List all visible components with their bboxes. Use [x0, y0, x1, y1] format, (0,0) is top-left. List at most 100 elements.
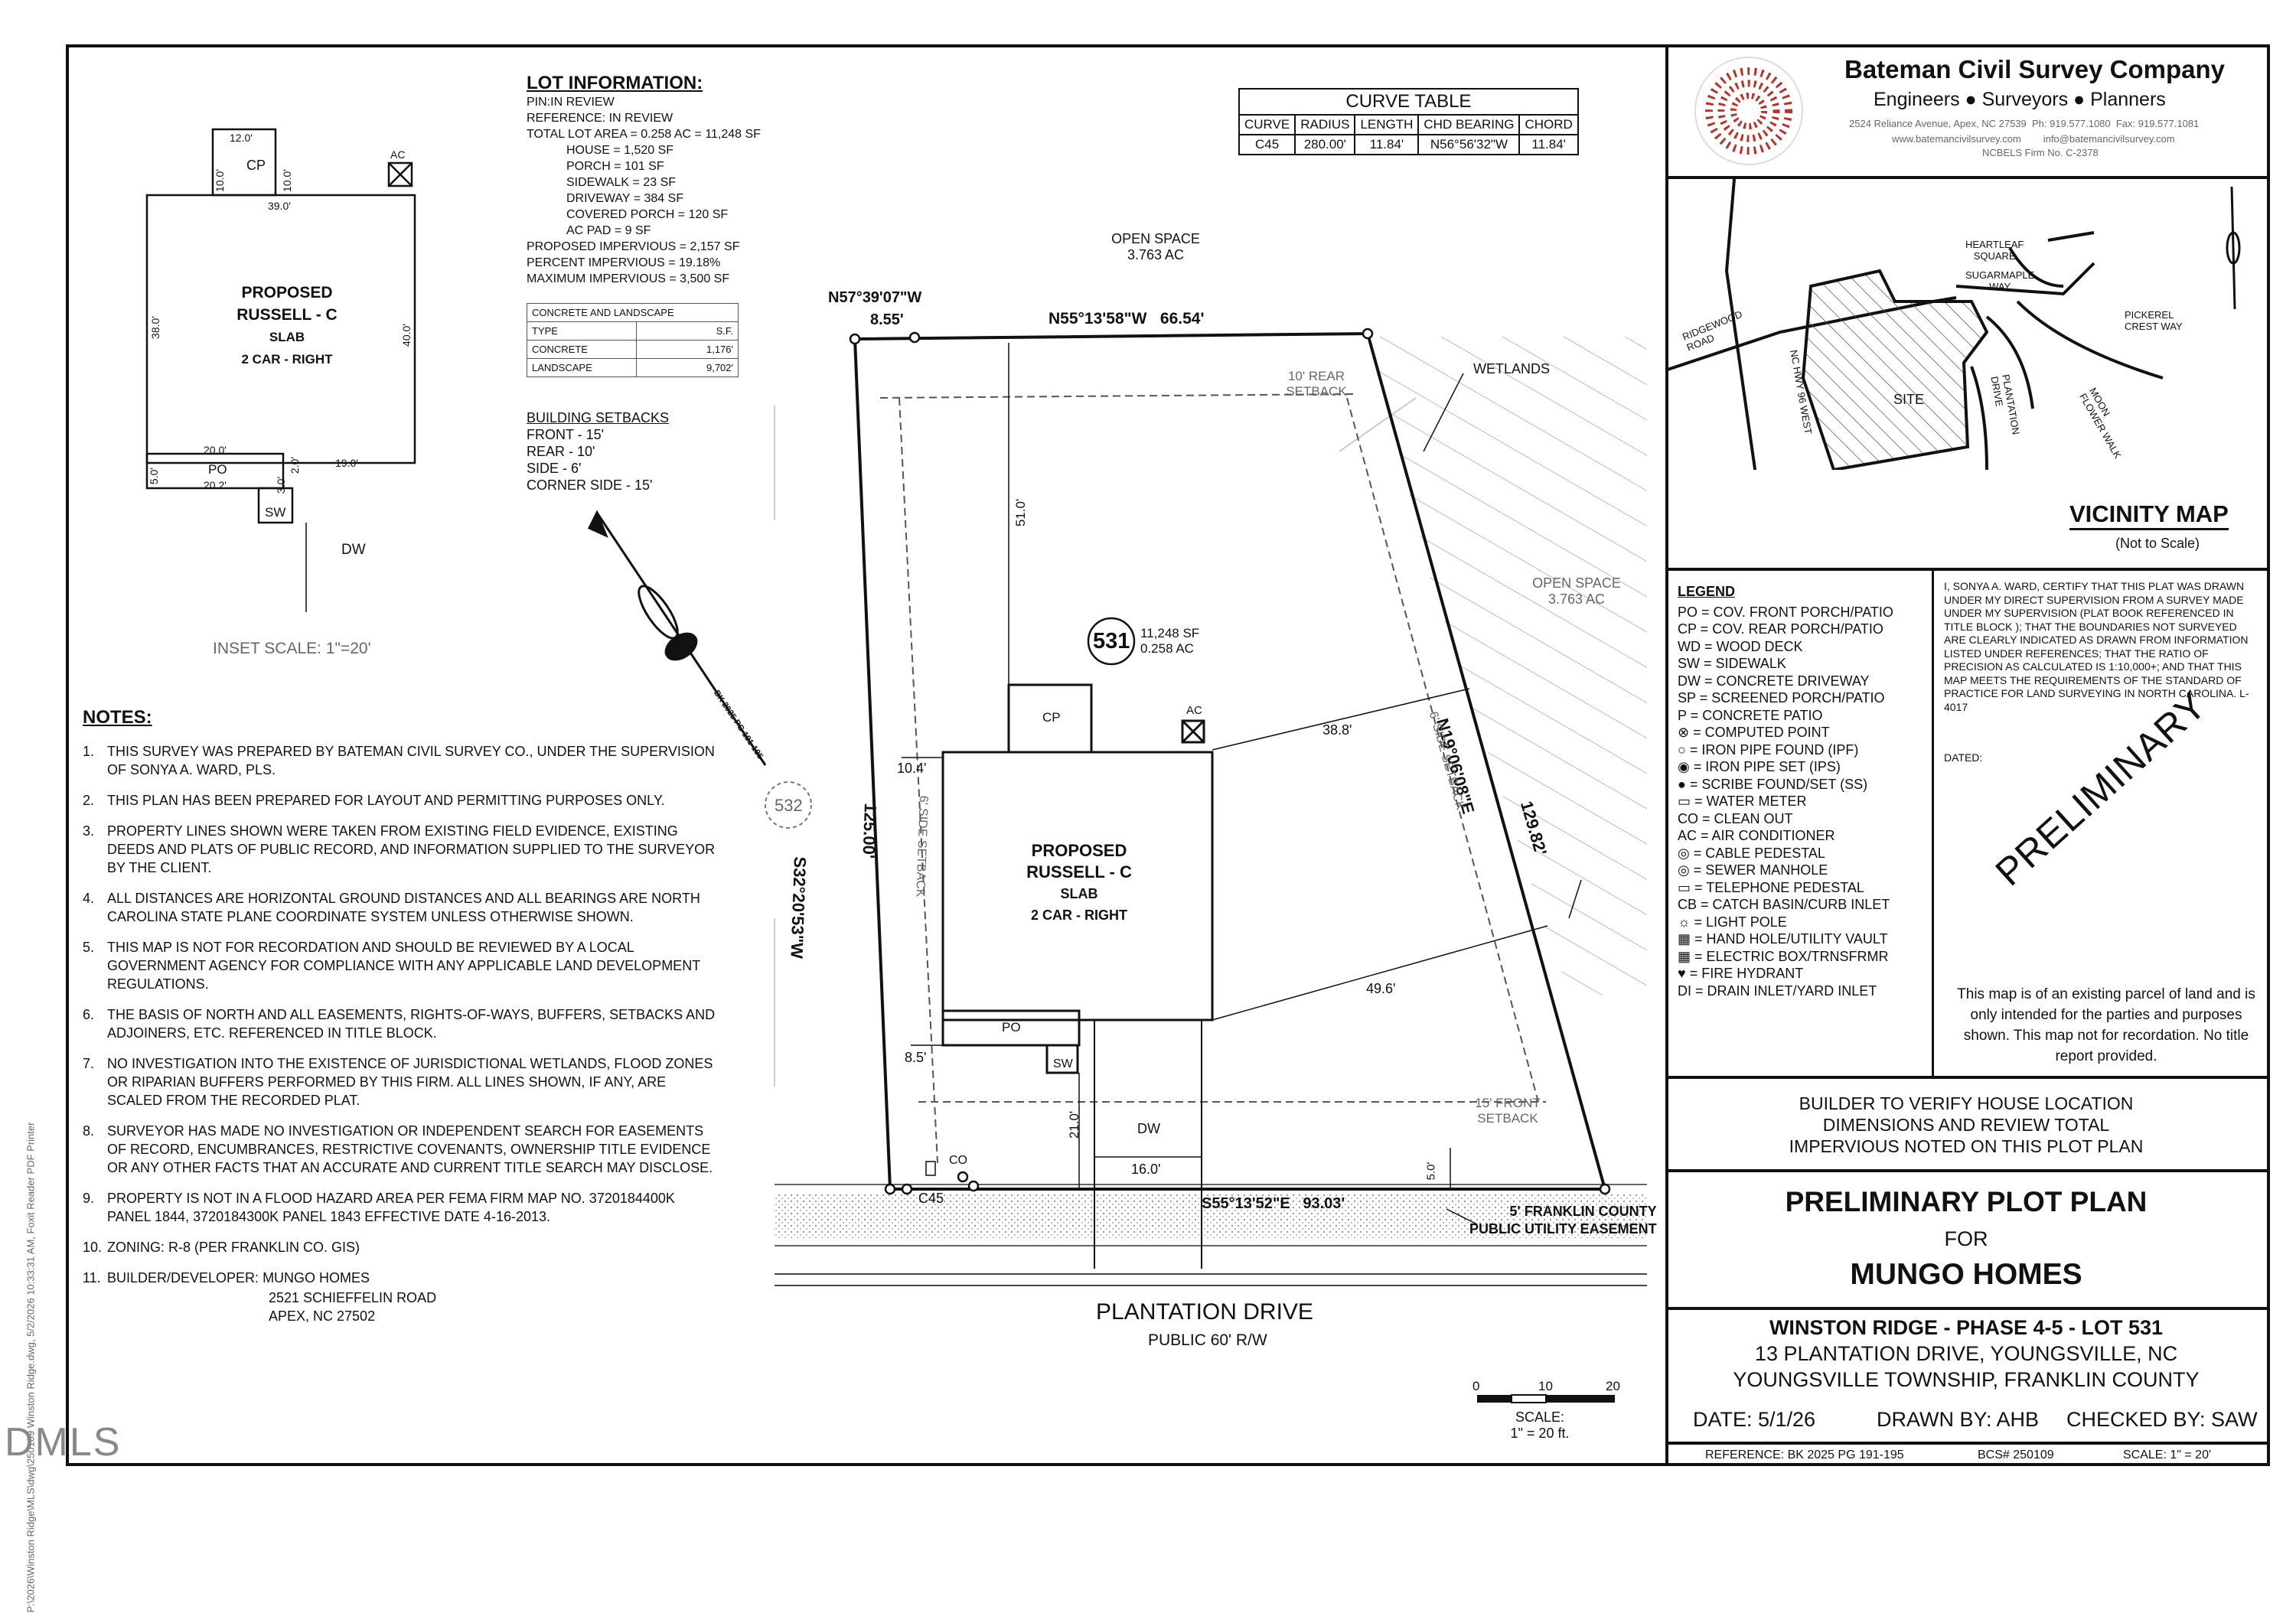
lot-area: 11,248 SF 0.258 AC [1140, 626, 1199, 657]
utility-easement [775, 1194, 1647, 1238]
cl-cell: LANDSCAPE [527, 358, 637, 377]
notes-title: NOTES: [83, 707, 152, 728]
house-label-line: SLAB [1060, 886, 1098, 901]
note-item: 3.PROPERTY LINES SHOWN WERE TAKEN FROM E… [83, 822, 718, 877]
easement-line: PUBLIC UTILITY EASEMENT [1469, 1221, 1657, 1237]
lot-number: 531 [1093, 629, 1130, 653]
lot-info-line: COVERED PORCH = 120 SF [566, 208, 729, 221]
note-text: ZONING: R-8 (PER FRANKLIN CO. GIS) [107, 1240, 360, 1255]
lot-info-title: LOT INFORMATION: [527, 73, 703, 93]
legend-item: DI = DRAIN INLET/YARD INLET [1678, 982, 1877, 999]
note-number: 9. [83, 1191, 95, 1206]
note-item: 11.BUILDER/DEVELOPER: MUNGO HOMES [83, 1269, 718, 1287]
north-arrow-icon [587, 510, 767, 766]
inset-dim: 12.0' [230, 132, 253, 144]
note-item: 10. ZONING: R-8 (PER FRANKLIN CO. GIS) [83, 1238, 718, 1256]
legend-item: ▭ = WATER METER [1678, 793, 1807, 809]
sw-label: SW [1053, 1057, 1073, 1070]
legend-item: ◉ = IRON PIPE SET (IPS) [1678, 759, 1841, 774]
dimension-lines [902, 343, 1548, 1189]
cl-cell: 1,176' [636, 340, 739, 359]
cl-cell: CONCRETE [527, 340, 637, 359]
scale-tick: 10 [1538, 1379, 1553, 1393]
existing-parcel-note: This map is of an existing parcel of lan… [1957, 986, 2255, 1064]
company-address: 2524 Reliance Avenue, Apex, NC 27539 Ph:… [1849, 118, 2200, 129]
road-row: PUBLIC 60' R/W [1148, 1331, 1267, 1349]
note-number: 3. [83, 823, 95, 839]
company-tagline: Engineers ● Surveyors ● Planners [1874, 89, 2166, 110]
wetlands-hatch [1370, 337, 1647, 995]
note-text: THIS SURVEY WAS PREPARED BY BATEMAN CIVI… [107, 744, 715, 777]
legend-item: SW = SIDEWALK [1678, 656, 1786, 671]
legend-item: P = CONCRETE PATIO [1678, 707, 1823, 723]
lot-info-line: HOUSE = 1,520 SF [566, 144, 674, 157]
note-number: 10. [83, 1240, 103, 1255]
note-item: 8.SURVEYOR HAS MADE NO INVESTIGATION OR … [83, 1122, 718, 1177]
client-name: MUNGO HOMES [1850, 1258, 2082, 1291]
vicinity-title: VICINITY MAP [2069, 500, 2229, 530]
builder-note: BUILDER TO VERIFY HOUSE LOCATION DIMENSI… [1665, 1076, 2270, 1169]
inset-po: PO [208, 462, 227, 477]
lot-532-circle [765, 781, 812, 829]
note-item: 2. THIS PLAN HAS BEEN PREPARED FOR LAYOUT… [83, 791, 718, 810]
curve-header: CHD BEARING [1417, 114, 1521, 135]
cp-label: CP [1042, 710, 1061, 725]
curve-cell: 11.84' [1518, 134, 1579, 155]
note-text: THIS PLAN HAS BEEN PREPARED FOR LAYOUT A… [107, 793, 665, 808]
easement-label: 5' FRANKLIN COUNTY PUBLIC UTILITY EASEME… [1469, 1203, 1657, 1238]
open-space-line: OPEN SPACE [1532, 575, 1621, 591]
note-text: ALL DISTANCES ARE HORIZONTAL GROUND DIST… [107, 891, 700, 924]
curve-header: CURVE [1238, 114, 1296, 135]
inset-house-line: RUSSELL - C [236, 306, 338, 324]
inset-ac: AC [390, 148, 406, 161]
house-label-line: RUSSELL - C [1026, 862, 1132, 881]
drawn-by: DRAWN BY: AHB [1877, 1408, 2040, 1431]
driveway [1094, 1020, 1202, 1269]
legend-certification: LEGEND PO = COV. FRONT PORCH/PATIO CP = … [1665, 568, 2270, 1076]
lot-info-line: DRIVEWAY = 384 SF [566, 192, 684, 205]
vicinity-label: HEARTLEAF SQUARE [1965, 239, 2024, 262]
company-web: www.batemancivilsurvey.com info@batemanc… [1892, 133, 2175, 145]
dim-driveway: 21.0' [1067, 1110, 1082, 1139]
inset-dim: 39.0' [268, 200, 291, 212]
curve-header: CHORD [1518, 114, 1579, 135]
scale-label-line: SCALE: [1515, 1409, 1565, 1425]
lot-area-line: 11,248 SF [1140, 626, 1200, 640]
note-item: 1.THIS SURVEY WAS PREPARED BY BATEMAN CI… [83, 742, 718, 779]
note-number: 2. [83, 793, 95, 808]
cl-cell: 9,702' [636, 358, 739, 377]
adjacent-lot-number: 532 [775, 796, 803, 815]
setback-line: CORNER SIDE - 15' [527, 477, 653, 493]
co-label: CO [949, 1154, 967, 1167]
legend-item: ⊗ = COMPUTED POINT [1678, 725, 1830, 740]
inset-dim: 19.0' [335, 457, 358, 469]
note-text: THIS MAP IS NOT FOR RECORDATION AND SHOU… [107, 940, 700, 992]
open-space-line: OPEN SPACE [1111, 231, 1200, 246]
dim-side-right: 38.8' [1322, 722, 1352, 738]
rear-setback-line: SETBACK [1286, 384, 1347, 399]
bcs-number: BCS# 250109 [1978, 1448, 2054, 1461]
inset-plan [145, 128, 416, 612]
road-name: PLANTATION DRIVE [1096, 1299, 1313, 1325]
inset-house-label: PROPOSED RUSSELL - C SLAB 2 CAR - RIGHT [230, 282, 344, 370]
note-text: NO INVESTIGATION INTO THE EXISTENCE OF J… [107, 1056, 713, 1108]
note-item: 7.NO INVESTIGATION INTO THE EXISTENCE OF… [83, 1054, 718, 1110]
setbacks-title: BUILDING SETBACKS [527, 410, 670, 425]
vicinity-label-line: SQUARE [1973, 250, 2016, 262]
reference-row: REFERENCE: BK 2025 PG 191-195 BCS# 25010… [1665, 1442, 2270, 1466]
scale-tick: 20 [1606, 1379, 1620, 1393]
scale-label-line: 1" = 20 ft. [1510, 1426, 1570, 1441]
curve-cell: 280.00' [1294, 134, 1356, 155]
project-township: YOUNGSVILLE TOWNSHIP, FRANKLIN COUNTY [1733, 1368, 2200, 1391]
note-text: SURVEYOR HAS MADE NO INVESTIGATION OR IN… [107, 1123, 713, 1175]
front-setback-line: 15' FRONT [1475, 1096, 1541, 1110]
setback-line: REAR - 10' [527, 444, 595, 459]
note-item: 9.PROPERTY IS NOT IN A FLOOD HAZARD AREA… [83, 1189, 718, 1226]
north-arrow-icon [2226, 186, 2241, 310]
house-label-line: 2 CAR - RIGHT [1031, 908, 1127, 923]
legend-item: CO = CLEAN OUT [1678, 810, 1793, 826]
cl-title: CONCRETE AND LANDSCAPE [527, 303, 739, 322]
house-footprint [941, 683, 1214, 1074]
inset-cp: CP [246, 158, 266, 173]
inset-dim: 5.0' [148, 467, 161, 485]
